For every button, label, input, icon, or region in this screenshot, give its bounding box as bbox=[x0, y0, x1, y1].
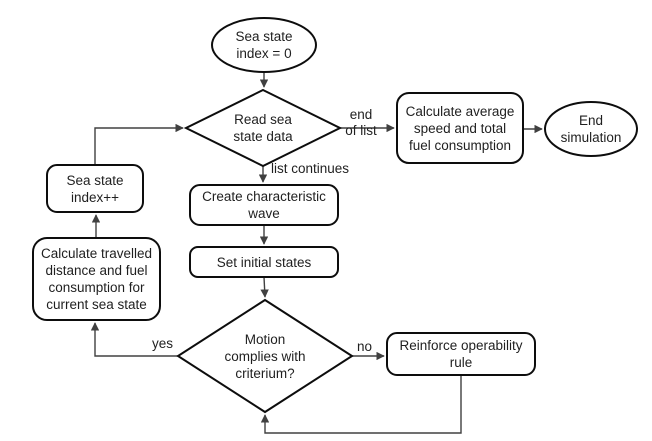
end-terminator-shape bbox=[544, 101, 638, 157]
edge-reinforce-loop-to-motion bbox=[260, 375, 462, 434]
edge-indexinc-to-read bbox=[94, 123, 184, 165]
calc-travelled-process-shape bbox=[32, 237, 161, 321]
read-data-decision-shape bbox=[183, 88, 343, 168]
index-inc-process-shape bbox=[46, 164, 144, 213]
edge-setstates-to-motion bbox=[260, 276, 269, 298]
edge-motion-yes-to-calctravel bbox=[90, 322, 178, 357]
reinforce-process-shape bbox=[386, 332, 536, 376]
motion-decision-shape bbox=[176, 298, 354, 414]
set-states-process-shape bbox=[189, 246, 339, 278]
start-terminator-shape bbox=[211, 17, 317, 73]
calc-average-process-shape bbox=[396, 92, 524, 164]
create-wave-process-shape bbox=[189, 184, 339, 226]
